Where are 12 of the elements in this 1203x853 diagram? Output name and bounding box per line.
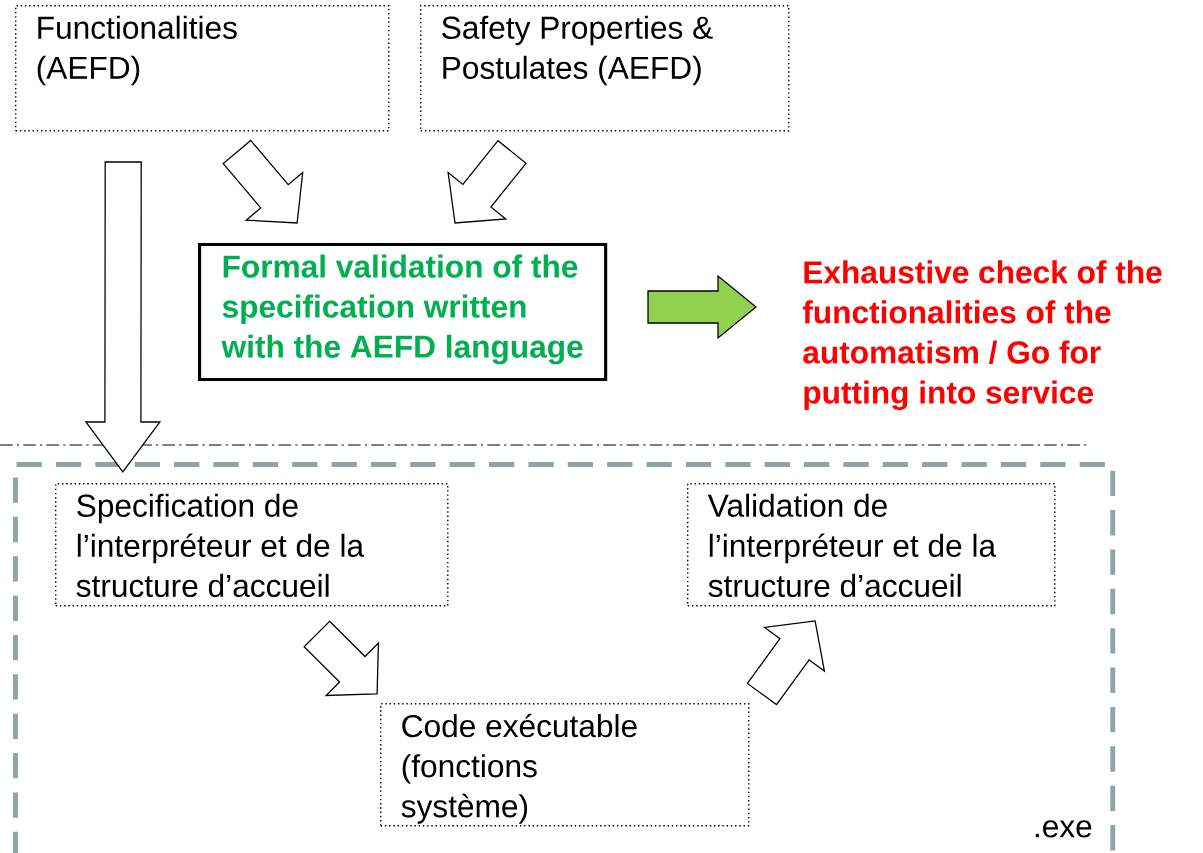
process-box: Code exécutable (fonctions système) xyxy=(380,703,750,827)
process-box: Specification de l’interpréteur et de la structure d’accueil xyxy=(55,483,449,607)
result-text: Exhaustive check of the functionalities of the automatism / Go for putting into service xyxy=(802,260,1162,411)
block-arrow xyxy=(647,274,757,340)
process-box: Safety Properties & Postulates (AEFD) xyxy=(420,5,790,132)
block-arrow xyxy=(222,139,304,224)
block-arrow xyxy=(84,161,162,474)
block-arrow xyxy=(303,620,380,697)
block-arrow xyxy=(746,620,826,706)
process-box: Validation de l’interpréteur et de la structure d’accueil xyxy=(687,483,1056,607)
process-box: Functionalities (AEFD) xyxy=(15,5,390,132)
validation-box: Formal validation of the specification written with the AEFD language xyxy=(198,243,608,382)
